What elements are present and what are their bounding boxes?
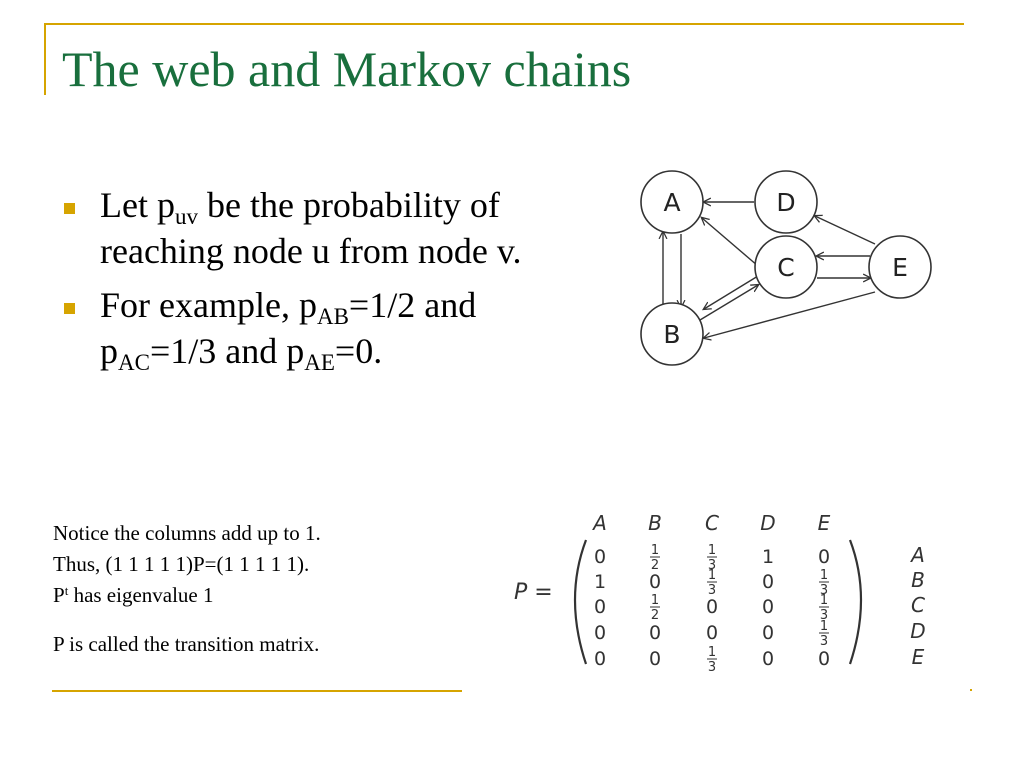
matrix-cell: 0 — [762, 622, 774, 644]
node-b-circle — [640, 302, 704, 366]
matrix-cell: 1 — [762, 546, 774, 568]
matrix-col-label: C — [705, 511, 719, 535]
matrix-cell: 0 — [594, 596, 606, 618]
frame-top-line — [44, 23, 964, 25]
matrix-cell: 0 — [706, 596, 718, 618]
note-eigen-post: has eigenvalue 1 — [68, 583, 214, 607]
bullet2-text-mid1: =1/2 and p — [100, 285, 477, 371]
edge-e-to-d — [815, 216, 876, 245]
note-thus: Thus, (1 1 1 1 1)P=(1 1 1 1 1). — [53, 552, 310, 576]
matrix-cell-numerator: 1 — [708, 543, 716, 558]
bullet-marker-icon — [64, 203, 75, 214]
note-columns: Notice the columns add up to 1. — [53, 521, 321, 545]
node-c-circle — [754, 235, 818, 299]
matrix-cell-numerator: 1 — [651, 543, 659, 558]
bullet-item-definition: Let puv be the probability of reaching n… — [62, 182, 562, 274]
matrix-cell: 0 — [649, 622, 661, 644]
graph-edges — [663, 202, 876, 338]
bullet1-text-pre: Let p — [100, 185, 175, 225]
slide-title: The web and Markov chains — [62, 41, 632, 97]
bullet2-subscript-ae: AE — [304, 350, 335, 375]
matrix-cell: 0 — [818, 546, 830, 568]
node-b-label: B — [663, 320, 680, 349]
note-eigenvalue: Pt has eigenvalue 1 — [53, 580, 321, 611]
note-transition: P is called the transition matrix. — [53, 632, 320, 656]
frame-bottom-line — [52, 690, 462, 692]
bullet1-text-post: be the probability of reaching node u fr… — [100, 185, 522, 271]
matrix-cell-denominator: 3 — [708, 583, 716, 598]
edge-e-to-b — [704, 291, 876, 338]
matrix-cell-denominator: 3 — [820, 583, 828, 598]
note-gap — [53, 611, 321, 629]
matrix-cell-numerator: 1 — [651, 593, 659, 608]
matrix-row-label: E — [912, 645, 925, 669]
note-eigen-sup: t — [64, 583, 69, 598]
bullet2-text-post: =0. — [334, 331, 383, 371]
node-a-label: A — [663, 188, 680, 217]
matrix-cell: 0 — [594, 546, 606, 568]
matrix-row-label: C — [911, 593, 925, 617]
matrix-cell: 0 — [594, 622, 606, 644]
matrix-cell: 0 — [649, 648, 661, 670]
bullet2-text-pre: For example, p — [100, 285, 317, 325]
node-e-label: E — [892, 253, 908, 282]
matrix-cell-denominator: 3 — [708, 558, 716, 573]
matrix-cell: 0 — [649, 571, 661, 593]
matrix-col-label: D — [760, 511, 775, 535]
matrix-cell-denominator: 2 — [651, 558, 659, 573]
edge-b-to-c — [699, 285, 758, 321]
matrix-cell: 0 — [762, 648, 774, 670]
matrix-row-label: D — [910, 619, 925, 643]
matrix-cell-denominator: 3 — [820, 634, 828, 649]
matrix-row-label: B — [911, 568, 925, 592]
matrix-cell: 0 — [594, 648, 606, 670]
node-d-circle — [754, 170, 818, 234]
matrix-cell: 0 — [706, 622, 718, 644]
matrix-row-label: A — [909, 543, 925, 567]
note-eigen-pre: P — [53, 583, 65, 607]
graph-nodes: A B C D E — [640, 170, 932, 366]
bullet2-subscript-ac: AC — [118, 350, 150, 375]
node-c-label: C — [777, 253, 794, 282]
bullet1-subscript: uv — [174, 204, 198, 229]
matrix-col-label: E — [818, 511, 831, 535]
matrix-left-paren — [573, 539, 588, 665]
matrix-col-label: A — [591, 511, 607, 535]
matrix-cell: 0 — [818, 648, 830, 670]
matrix-cell-numerator: 1 — [820, 593, 828, 608]
bullet-item-example: For example, pAB=1/2 and pAC=1/3 and pAE… — [62, 282, 562, 374]
matrix-cell-numerator: 1 — [820, 568, 828, 583]
matrix-cell-numerator: 1 — [708, 568, 716, 583]
bullet-marker-icon — [64, 303, 75, 314]
matrix-cell-denominator: 3 — [708, 660, 716, 675]
matrix-cell-denominator: 3 — [820, 608, 828, 623]
node-e-circle — [868, 235, 932, 299]
frame-left-line — [44, 23, 46, 95]
matrix-cell: 0 — [762, 596, 774, 618]
matrix-cell: 1 — [594, 571, 606, 593]
matrix-cell: 0 — [762, 571, 774, 593]
node-d-label: D — [776, 188, 795, 217]
matrix-cell-numerator: 1 — [820, 619, 828, 634]
frame-corner-dot — [970, 689, 972, 691]
notes-block: Notice the columns add up to 1. Thus, (1… — [53, 518, 321, 660]
bullet2-subscript-ab: AB — [316, 304, 349, 329]
matrix-name: P = — [514, 580, 553, 605]
bullet-list: Let puv be the probability of reaching n… — [62, 182, 562, 382]
matrix-right-paren — [848, 539, 863, 665]
markov-graph: A B C D E — [640, 170, 932, 366]
matrix-cell-denominator: 2 — [651, 608, 659, 623]
matrix-cell-numerator: 1 — [708, 645, 716, 660]
node-a-circle — [640, 170, 704, 234]
bullet2-text-mid2: =1/3 and p — [149, 331, 305, 371]
edge-c-to-a — [702, 218, 759, 267]
edge-c-to-b — [704, 275, 759, 309]
matrix-col-label: B — [648, 511, 662, 535]
